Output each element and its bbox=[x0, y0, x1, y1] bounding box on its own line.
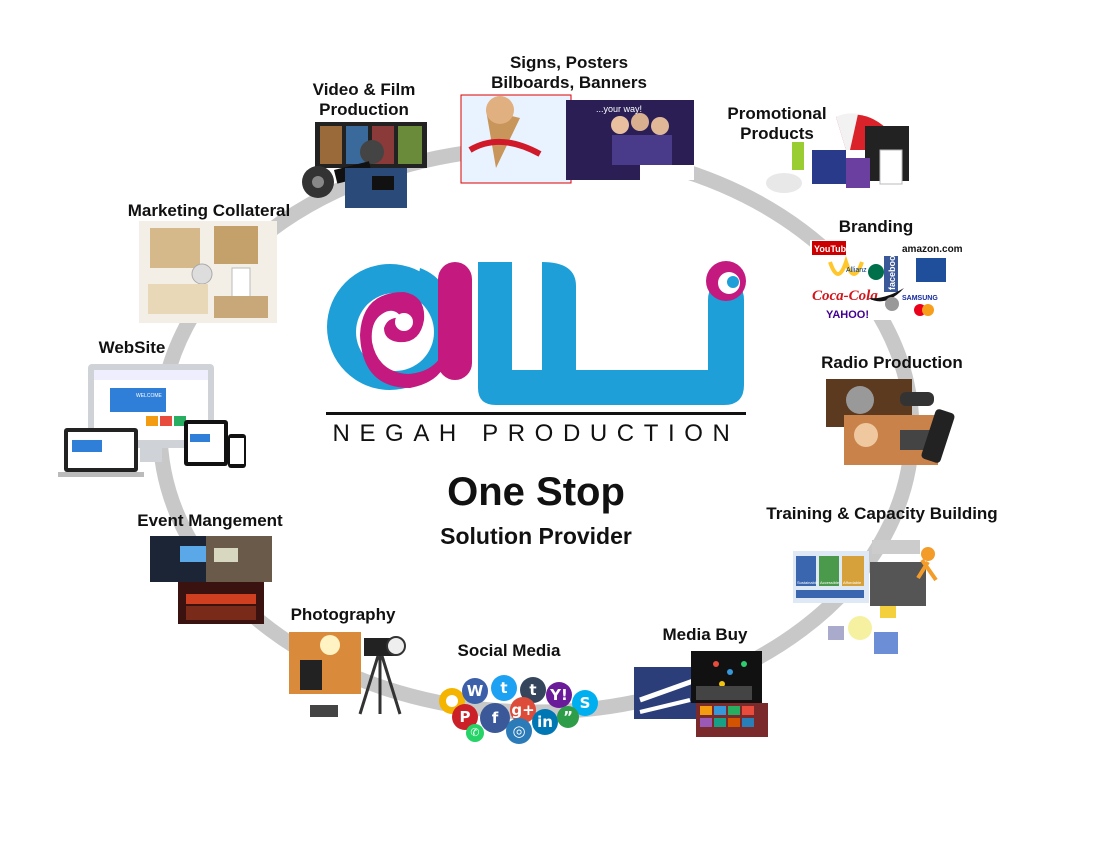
promo-thumbnail bbox=[766, 113, 909, 193]
social-icon-pinterest-glyph: P bbox=[459, 708, 471, 726]
label-signs-line1: Signs, Posters bbox=[509, 53, 629, 72]
social-icon-facebook: f bbox=[480, 703, 510, 733]
label-website: WebSite bbox=[86, 338, 178, 358]
label-video: Video & Film Production bbox=[296, 80, 432, 120]
signs-thumbnail: ...your way! bbox=[460, 94, 694, 184]
social-icon-skype-glyph: S bbox=[579, 694, 591, 712]
social-icon-twitter-glyph: t bbox=[500, 679, 508, 697]
social-icon-instagram: ◎ bbox=[506, 718, 532, 744]
label-video-line1: Video & Film bbox=[312, 80, 416, 99]
brand-word-yahoo: YAHOO! bbox=[826, 309, 869, 321]
branding-thumbnail: YouTube amazon.com facebook Coca-Cola SA… bbox=[810, 240, 963, 321]
social-icon-hangouts: ” bbox=[557, 706, 579, 728]
negah-swirl-logo-icon bbox=[326, 261, 746, 415]
tagline-main: One Stop bbox=[447, 470, 625, 514]
social-icon-whatsapp-glyph: ✆ bbox=[470, 726, 480, 739]
poster-text: ...your way! bbox=[596, 104, 642, 114]
label-radio: Radio Production bbox=[802, 353, 982, 373]
label-event-line1: Event Mangement bbox=[137, 511, 283, 530]
brand-word-samsung: SAMSUNG bbox=[902, 295, 938, 302]
label-marketing: Marketing Collateral bbox=[116, 201, 302, 221]
social-icon-facebook-glyph: f bbox=[491, 709, 499, 727]
brand-word-amazon: amazon.com bbox=[902, 244, 963, 255]
label-website-line1: WebSite bbox=[98, 338, 166, 357]
training-box-1: Sustainable bbox=[797, 580, 819, 585]
social-icon-whatsapp: ✆ bbox=[466, 724, 484, 742]
label-photography: Photography bbox=[276, 605, 410, 625]
brand-word-cocacola: Coca-Cola bbox=[812, 288, 878, 304]
social-icon-yahoo: Y! bbox=[546, 682, 572, 708]
tagline-sub: Solution Provider bbox=[440, 523, 632, 549]
label-social-media: Social Media bbox=[444, 641, 574, 661]
label-media-buy-line1: Media Buy bbox=[662, 625, 748, 644]
brand-word-youtube: YouTube bbox=[814, 244, 851, 254]
label-signs: Signs, Posters Bilboards, Banners bbox=[469, 53, 669, 93]
brand-word-facebook: facebook bbox=[887, 249, 897, 290]
social-icon-linkedin-glyph: in bbox=[537, 713, 553, 731]
social-icon-tumblr-glyph: t bbox=[529, 681, 537, 699]
label-video-line2: Production bbox=[319, 100, 409, 119]
label-radio-line1: Radio Production bbox=[821, 353, 963, 372]
social-icon-instagram-glyph: ◎ bbox=[512, 722, 526, 740]
radio-thumbnail bbox=[826, 379, 955, 465]
social-icon-linkedin: in bbox=[532, 709, 558, 735]
label-promotional-line1: Promotional bbox=[727, 104, 827, 123]
label-marketing-line1: Marketing Collateral bbox=[127, 201, 291, 220]
training-box-2: Accessible bbox=[820, 580, 840, 585]
label-event: Event Mangement bbox=[124, 511, 296, 531]
label-training: Training & Capacity Building bbox=[754, 504, 1010, 524]
brand-word-allianz: Allianz bbox=[846, 267, 867, 274]
label-training-line1: Training & Capacity Building bbox=[766, 504, 998, 523]
video-thumbnail bbox=[302, 122, 427, 208]
social-icon-wordpress: W bbox=[462, 678, 488, 704]
label-promotional-line2: Products bbox=[740, 124, 814, 143]
media-buy-thumbnail bbox=[634, 651, 768, 737]
training-box-3: Affordable bbox=[843, 580, 862, 585]
label-signs-line2: Bilboards, Banners bbox=[491, 73, 647, 92]
social-icon-hangouts-glyph: ” bbox=[563, 708, 573, 726]
training-thumbnail: Sustainable Accessible Affordable bbox=[793, 540, 938, 654]
social-icon-yahoo-glyph: Y! bbox=[550, 686, 568, 704]
label-branding: Branding bbox=[816, 217, 936, 237]
label-photography-line1: Photography bbox=[290, 605, 396, 624]
event-thumbnail bbox=[150, 536, 272, 624]
label-social-media-line1: Social Media bbox=[457, 641, 561, 660]
photography-thumbnail bbox=[289, 632, 406, 717]
company-name: NEGAH PRODUCTION bbox=[332, 420, 740, 447]
label-media-buy: Media Buy bbox=[650, 625, 760, 645]
social-icon-googleplus-glyph: g+ bbox=[511, 701, 535, 719]
social-icon-twitter: t bbox=[491, 675, 517, 701]
marketing-thumbnail bbox=[139, 221, 277, 323]
label-promotional: Promotional Products bbox=[707, 104, 847, 144]
label-branding-line1: Branding bbox=[838, 217, 914, 236]
website-thumbnail: WELCOME bbox=[58, 364, 246, 477]
website-welcome: WELCOME bbox=[136, 393, 163, 399]
social-icon-wordpress-glyph: W bbox=[466, 682, 484, 700]
